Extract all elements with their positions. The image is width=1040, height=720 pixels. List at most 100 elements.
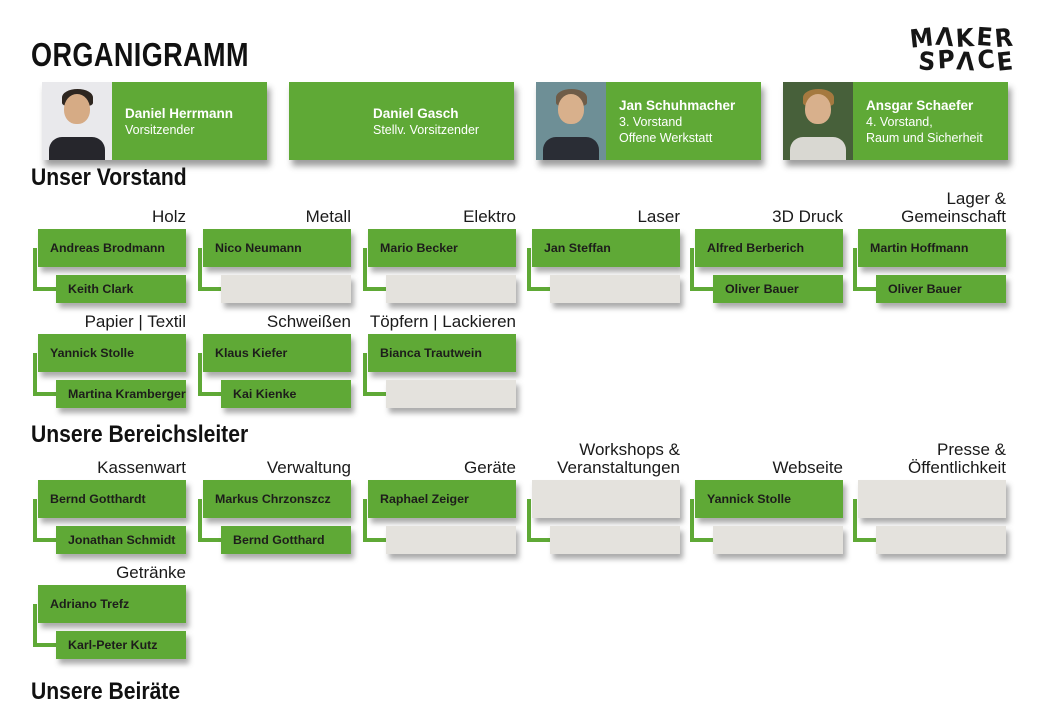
member-box: Bernd Gotthardt [38,480,186,518]
group-connector [198,248,221,291]
logo-letter: C [975,44,997,75]
board-member-role: Stellv. Vorsitzender [373,122,480,137]
member-box: Adriano Trefz [38,585,186,623]
group-label-line: Lager & [946,189,1006,208]
member-name: Nico Neumann [215,241,302,255]
portrait-shoulders [543,137,599,160]
member-box: Yannick Stolle [38,334,186,372]
member-box: Raphael Zeiger [368,480,516,518]
member-box-vacant [550,526,680,554]
page-title: ORGANIGRAMM [31,36,249,73]
member-name: Raphael Zeiger [380,492,469,506]
portrait-shoulders [49,137,105,160]
group-label: Papier | Textil [85,313,186,331]
member-box: Oliver Bauer [713,275,843,303]
member-box-vacant [532,480,680,518]
member-box: Karl-Peter Kutz [56,631,186,659]
group-connector [690,248,713,291]
group-label-line: Schweißen [266,312,351,331]
group-connector [853,499,876,542]
member-box: Bernd Gotthard [221,526,351,554]
group-label: Verwaltung [267,459,351,477]
portrait-ansgar-schaefer-photo [783,82,853,160]
member-name: Jonathan Schmidt [68,533,176,547]
member-box-vacant [386,380,516,408]
member-name: Bernd Gotthardt [50,492,146,506]
org-group-workshops-: Workshops &Veranstaltungen [527,441,680,554]
member-box: Yannick Stolle [695,480,843,518]
group-label: Töpfern | Lackieren [370,313,516,331]
board-member-role: 4. Vorstand, [866,114,933,129]
portrait-face [558,94,584,124]
group-label: Geräte [464,459,516,477]
member-name: Oliver Bauer [725,282,799,296]
member-name: Keith Clark [68,282,134,296]
member-box: Nico Neumann [203,229,351,267]
caption-beiraete: Unsere Beiräte [31,678,181,705]
group-connector [33,499,56,542]
member-name: Andreas Brodmann [50,241,165,255]
board-member-role: 3. Vorstand [619,114,683,129]
group-connector [690,499,713,542]
portrait-face [64,94,90,124]
member-name: Martina Kramberger [68,387,186,401]
member-box: Keith Clark [56,275,186,303]
member-box: Oliver Bauer [876,275,1006,303]
member-name: Bernd Gotthard [233,533,325,547]
member-name: Karl-Peter Kutz [68,638,158,652]
group-connector [198,499,221,542]
group-label-line: Verwaltung [266,458,351,477]
member-name: Klaus Kiefer [215,346,288,360]
portrait-shoulders [790,137,846,160]
group-label-line: Laser [637,207,680,226]
group-connector [33,604,56,647]
group-connector [363,499,386,542]
group-label-line: Veranstaltungen [557,458,680,477]
group-connector [527,248,550,291]
group-label: Workshops &Veranstaltungen [557,441,680,477]
group-label: Schweißen [267,313,351,331]
board-member-role: Raum und Sicherheit [866,130,983,145]
group-label-line: Geräte [464,458,516,477]
board-member-name: Ansgar Schaefer [866,97,974,113]
member-box: Klaus Kiefer [203,334,351,372]
group-connector [853,248,876,291]
group-label-line: Workshops & [579,440,680,459]
group-connector [198,353,221,396]
member-box-vacant [221,275,351,303]
group-connector [33,353,56,396]
member-box-vacant [550,275,680,303]
group-connector [363,248,386,291]
group-label-line: Öffentlichkeit [908,458,1006,477]
group-label: Getränke [116,564,186,582]
group-connector [33,248,56,291]
member-box: Mario Becker [368,229,516,267]
group-label: Metall [306,208,351,226]
member-box: Martin Hoffmann [858,229,1006,267]
member-box-vacant [386,275,516,303]
member-box-vacant [876,526,1006,554]
group-label: Elektro [463,208,516,226]
logo-line: MΛKER [908,22,1014,54]
group-label: Laser [637,208,680,226]
group-label: Kassenwart [97,459,186,477]
logo-letter: S [917,46,938,77]
member-box-vacant [713,526,843,554]
board-member-name: Jan Schuhmacher [619,97,736,113]
board-member-name: Daniel Herrmann [125,105,234,121]
portrait-face [805,94,831,124]
